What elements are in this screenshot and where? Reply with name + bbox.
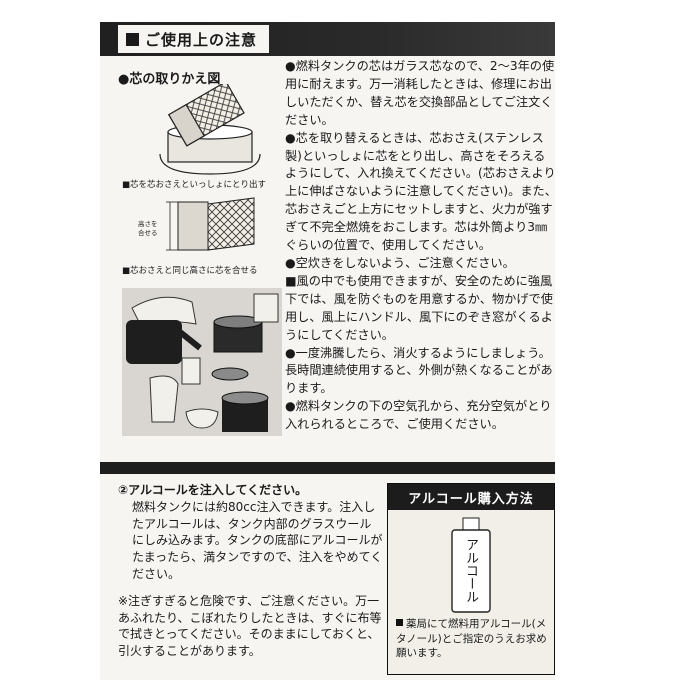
caption-align-wick: ■芯おさえと同じ高さに芯を合せる bbox=[122, 266, 258, 276]
alcohol-fill-section: ②アルコールを注入してください。 燃料タンクには約80cc注入できます。注入した… bbox=[118, 482, 383, 660]
square-bullet-icon bbox=[126, 32, 139, 46]
alcohol-purchase-box: アルコール購入方法 アルコール 薬局にて燃料用アルコール(メタノール)とご指定の… bbox=[387, 483, 555, 675]
pouring-illustration bbox=[122, 288, 282, 436]
wick-height-illustration bbox=[166, 197, 255, 251]
note-wind: ■風の中でも使用できますが、安全のために強風下では、風を防ぐものを用意するか、物… bbox=[285, 273, 553, 342]
purchase-instructions: 薬局にて燃料用アルコール(メタノール)とご指定のうえお求め願います。 bbox=[396, 617, 551, 661]
caution-notes: ●燃料タンクの芯はガラス芯なので、2〜3年の使用に耐えます。万一消耗したときは、… bbox=[285, 58, 557, 434]
alcohol-fill-warning: ※注ぎすぎると危険です、ご注意ください。万一あふれたり、こぼれたりしたときは、す… bbox=[118, 593, 382, 659]
alcohol-fill-heading: ②アルコールを注入してください。 bbox=[118, 483, 308, 497]
section-title-text: ご使用上の注意 bbox=[145, 30, 258, 49]
wick-removal-illustration bbox=[159, 84, 261, 175]
square-bullet-icon bbox=[396, 619, 403, 626]
note-replace-wick: ●芯を取り替えるときは、芯おさえ(ステンレス製)といっしょに芯をとり出し、高さを… bbox=[285, 130, 557, 253]
purchase-text: 薬局にて燃料用アルコール(メタノール)とご指定のうえお求め願います。 bbox=[396, 618, 547, 659]
bottle-label: アルコール bbox=[463, 538, 478, 603]
note-boiling: ●一度沸騰したら、消火するようにしましょう。長時間連続使用すると、外側が熱くなる… bbox=[285, 345, 553, 396]
alcohol-fill-body: 燃料タンクには約80cc注入できます。注入したアルコールは、タンク内部のグラスウ… bbox=[132, 499, 383, 581]
height-label-line2: 合せる bbox=[138, 229, 158, 237]
section-divider bbox=[100, 462, 555, 474]
note-glass-wick: ●燃料タンクの芯はガラス芯なので、2〜3年の使用に耐えます。万一消耗したときは、… bbox=[285, 59, 555, 127]
caption-remove-wick: ■芯を芯おさえといっしょにとり出す bbox=[122, 180, 267, 190]
purchase-box-title: アルコール購入方法 bbox=[388, 484, 554, 510]
section-title: ご使用上の注意 bbox=[118, 25, 270, 53]
height-label-line1: 高さを bbox=[138, 220, 158, 228]
alcohol-bottle-illustration bbox=[451, 517, 491, 613]
wick-diagram-heading: ●芯の取りかえ図 bbox=[118, 72, 221, 87]
note-air-holes: ●燃料タンクの下の空気孔から、充分空気がとり入れられるところで、ご使用ください。 bbox=[285, 399, 552, 432]
note-no-empty-heating: ●空炊きをしないよう、ご注意ください。 bbox=[285, 255, 515, 270]
